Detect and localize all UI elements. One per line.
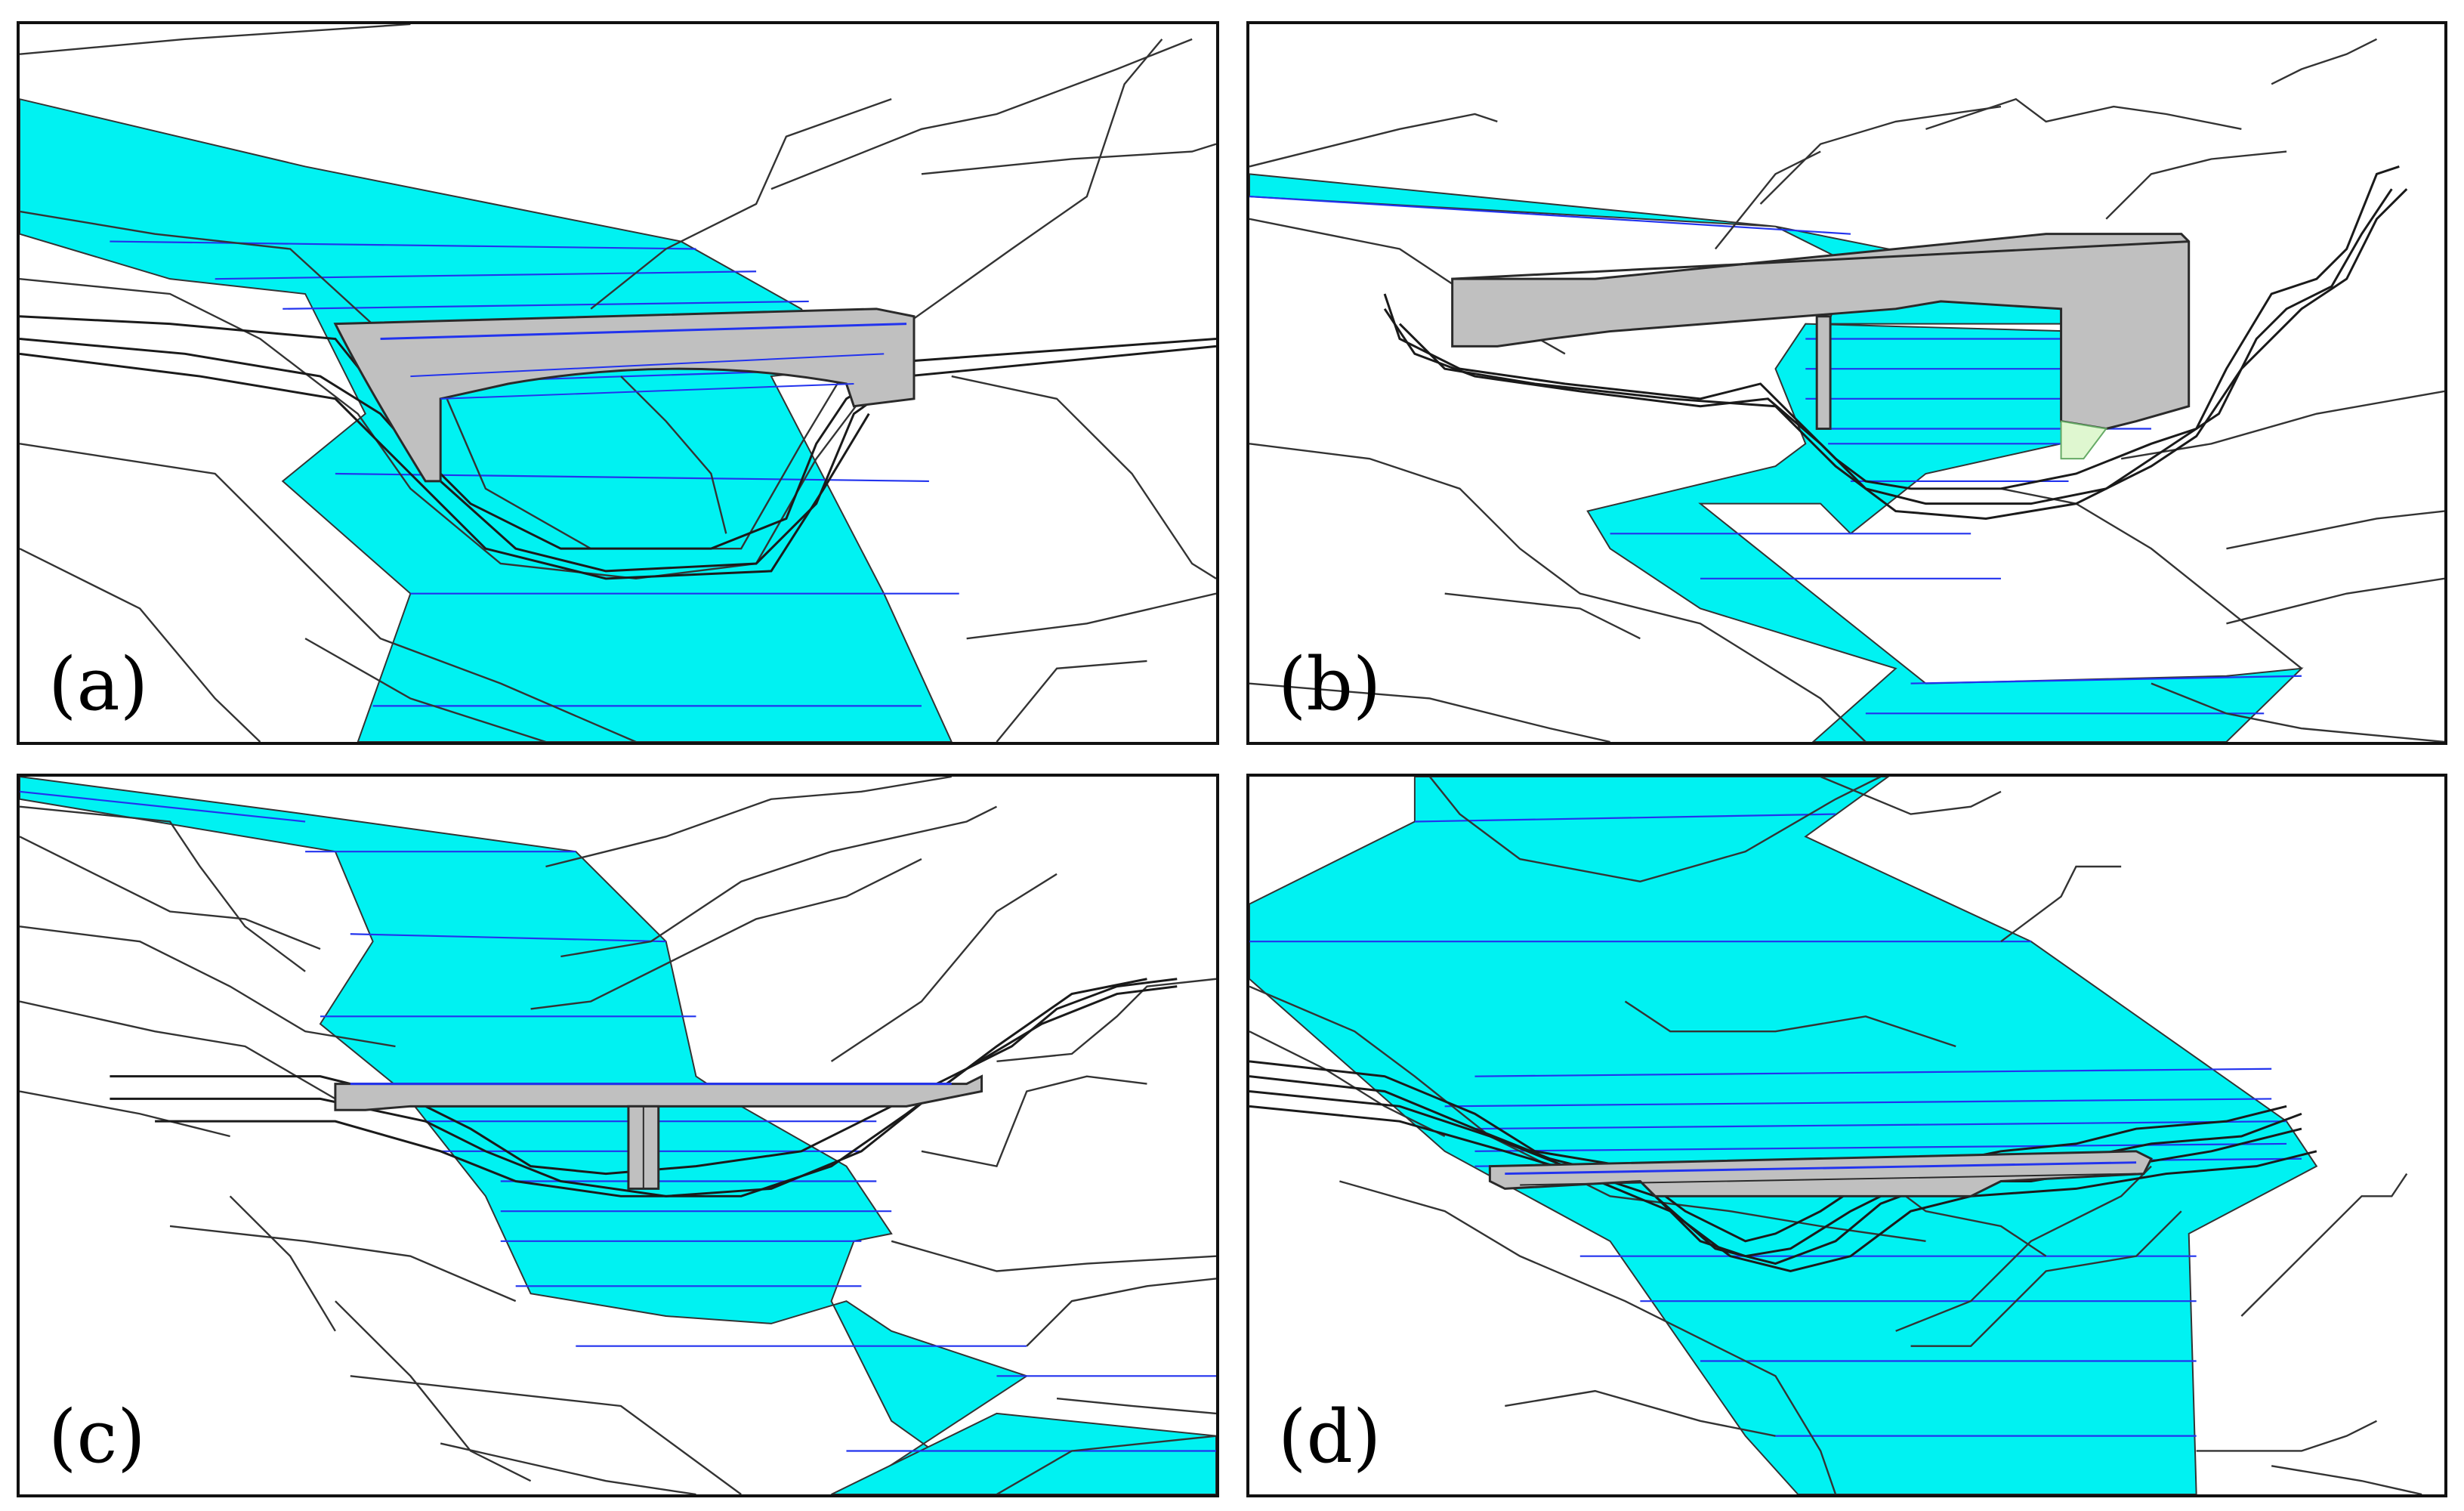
panel-b: (b): [1246, 21, 2447, 745]
panel-label-c: (c): [48, 1395, 146, 1479]
panel-label-d: (d): [1278, 1395, 1382, 1479]
panel-label-a: (a): [48, 642, 149, 727]
bridge-structure: [334, 1074, 983, 1190]
flood-extent: [20, 777, 1216, 1494]
water-level-lines: [20, 790, 1216, 1452]
terrain-contours: [20, 24, 1216, 742]
panel-d: (d): [1246, 774, 2447, 1497]
bridge-structure: [1488, 1150, 2153, 1197]
terrain-contours: [20, 777, 1216, 1494]
panel-c: (c): [17, 774, 1219, 1497]
terrain-contours: [1249, 38, 2444, 742]
panel-b-drawing: [1249, 38, 2444, 742]
terrain-contours: [1249, 777, 2422, 1494]
panel-label-b: (b): [1278, 642, 1382, 727]
bridge-structure: [333, 307, 916, 483]
flood-extent: [1249, 777, 2318, 1494]
flood-extent: [20, 98, 953, 742]
panel-a-drawing: [20, 24, 1216, 742]
panel-a: (a): [17, 21, 1219, 745]
panel-c-drawing: [20, 777, 1216, 1494]
panel-d-drawing: [1249, 777, 2422, 1494]
bridge-structure: [1451, 233, 2191, 460]
